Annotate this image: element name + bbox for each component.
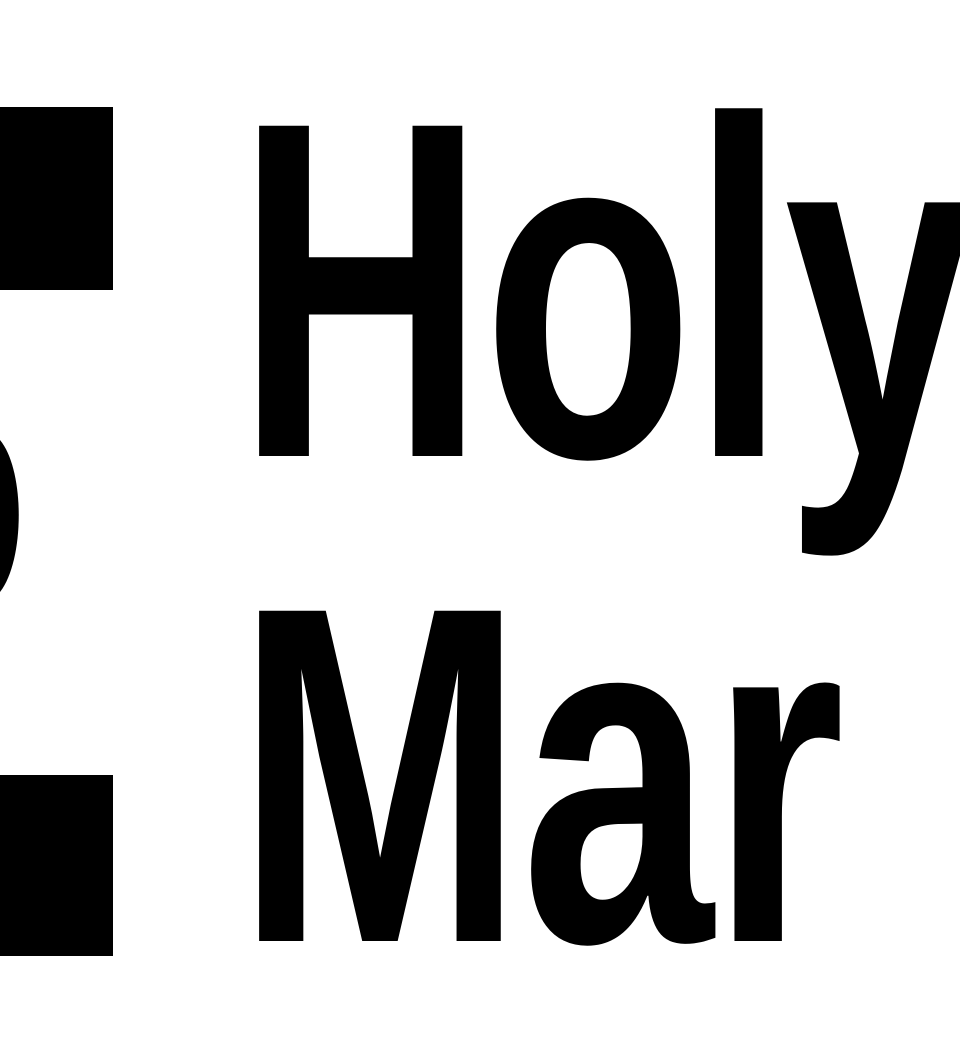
emblem-bottom-block (0, 775, 113, 956)
wordmark-line-2: Mar (236, 506, 845, 1043)
emblem-curve (0, 440, 19, 592)
emblem-top-block (0, 107, 113, 290)
wordmark-line-1: Holy (236, 21, 960, 558)
